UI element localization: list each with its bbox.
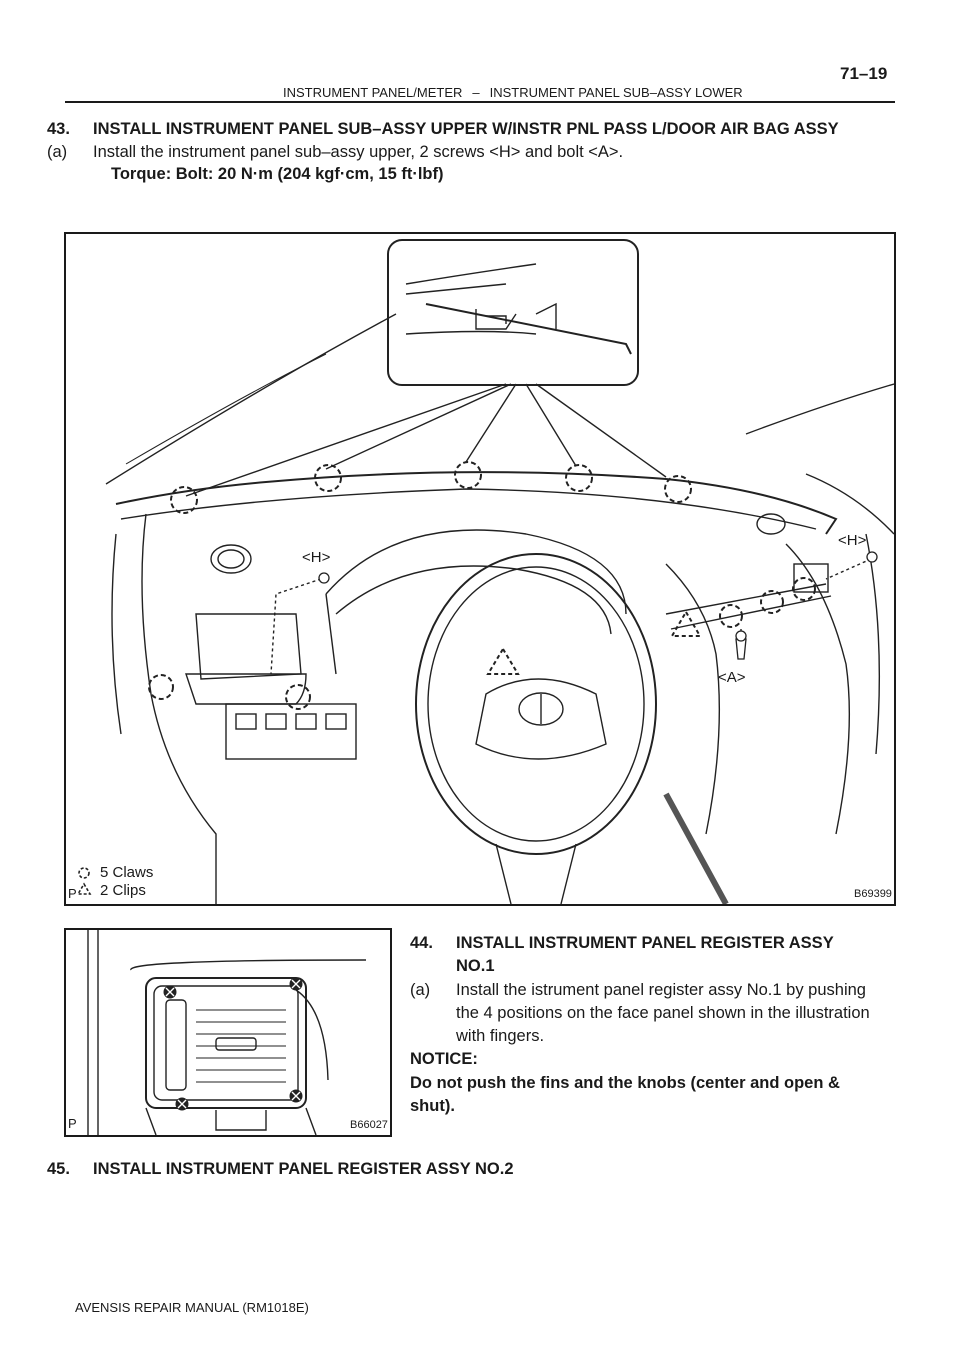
legend-claws: 5 Claws	[100, 864, 154, 881]
step44-sub-a: (a) Install the istrument panel register …	[410, 979, 866, 1001]
claw-marker	[792, 577, 816, 601]
screw-h-left-icon	[318, 572, 330, 584]
figure1-code: B69399	[854, 888, 892, 900]
label-h-left: <H>	[302, 549, 331, 566]
figure-register: P B66027	[64, 928, 392, 1137]
page-number: 71–19	[840, 64, 888, 83]
step44-sub-a-label: (a)	[410, 981, 431, 999]
legend-claw-icon	[78, 867, 90, 879]
header-section: INSTRUMENT PANEL/METER	[283, 85, 463, 100]
claw-marker	[664, 475, 692, 503]
label-a: <A>	[718, 669, 746, 686]
screw-h-right-icon	[866, 551, 878, 563]
step44-sub-a-line2: the 4 positions on the face panel shown …	[456, 1004, 870, 1022]
windshield-line	[105, 313, 397, 485]
claw-marker	[285, 684, 311, 710]
step43-torque: Torque: Bolt: 20 N·m (204 kgf·cm, 15 ft·…	[111, 165, 444, 183]
header-separator: –	[472, 85, 480, 100]
step45-heading: 45. INSTALL INSTRUMENT PANEL REGISTER ASS…	[47, 1158, 514, 1180]
step44-heading: 44. INSTALL INSTRUMENT PANEL REGISTER ASS…	[410, 932, 834, 954]
header-rule	[65, 101, 895, 103]
figure2-corner-mark: P	[68, 1116, 77, 1131]
step44-notice-label: NOTICE:	[410, 1050, 478, 1068]
clip-marker	[486, 647, 520, 675]
step44-number: 44.	[410, 934, 433, 952]
step43-number: 43.	[47, 120, 70, 138]
step44-title-line1: INSTALL INSTRUMENT PANEL REGISTER ASSY	[456, 934, 834, 952]
figure-dashboard: <H> <H> <A> 5 Claws 2 Clips P B69399	[64, 232, 896, 906]
step45-title: INSTALL INSTRUMENT PANEL REGISTER ASSY N…	[93, 1160, 514, 1178]
step44-notice-line1: Do not push the fins and the knobs (cent…	[410, 1074, 840, 1092]
claw-marker	[314, 464, 342, 492]
claw-marker	[170, 486, 198, 514]
step43-heading: 43. INSTALL INSTRUMENT PANEL SUB–ASSY UPP…	[47, 118, 947, 140]
claw-marker	[565, 464, 593, 492]
dashboard-top	[115, 471, 838, 535]
left-vent	[210, 544, 252, 574]
step44-notice-line2: shut).	[410, 1097, 455, 1115]
register-illustration	[87, 930, 367, 1135]
steering-wheel	[415, 553, 657, 855]
claw-marker	[454, 461, 482, 489]
dashboard-illustration	[76, 239, 894, 904]
step43-sub-a-label: (a)	[47, 143, 68, 161]
step43-sub-a: (a) Install the instrument panel sub–assy…	[47, 141, 927, 163]
figure2-code: B66027	[350, 1119, 388, 1131]
label-h-right: <H>	[838, 532, 867, 549]
legend-clips: 2 Clips	[100, 882, 146, 899]
footer-manual-id: AVENSIS REPAIR MANUAL (RM1018E)	[75, 1300, 309, 1315]
logo	[518, 692, 564, 726]
step43-title: INSTALL INSTRUMENT PANEL SUB–ASSY UPPER …	[93, 120, 839, 138]
figure1-corner-mark: P	[68, 886, 77, 901]
step45-number: 45.	[47, 1160, 70, 1178]
step43-sub-a-text: Install the instrument panel sub–assy up…	[93, 143, 624, 161]
claw-marker	[719, 604, 743, 628]
bolt-a-icon	[735, 638, 747, 660]
step44-sub-a-line1: Install the istrument panel register ass…	[456, 981, 866, 999]
step44-sub-a-line3: with fingers.	[456, 1027, 545, 1045]
header-subsection: INSTRUMENT PANEL SUB–ASSY LOWER	[489, 85, 743, 100]
legend-clip-icon	[76, 882, 92, 895]
claw-marker	[760, 590, 784, 614]
register-face-panel	[145, 977, 307, 1109]
detail-inset	[387, 239, 639, 386]
running-header: INSTRUMENT PANEL/METER–INSTRUMENT PANEL …	[283, 85, 743, 100]
claw-marker	[148, 674, 174, 700]
step44-title-line2: NO.1	[456, 957, 495, 975]
